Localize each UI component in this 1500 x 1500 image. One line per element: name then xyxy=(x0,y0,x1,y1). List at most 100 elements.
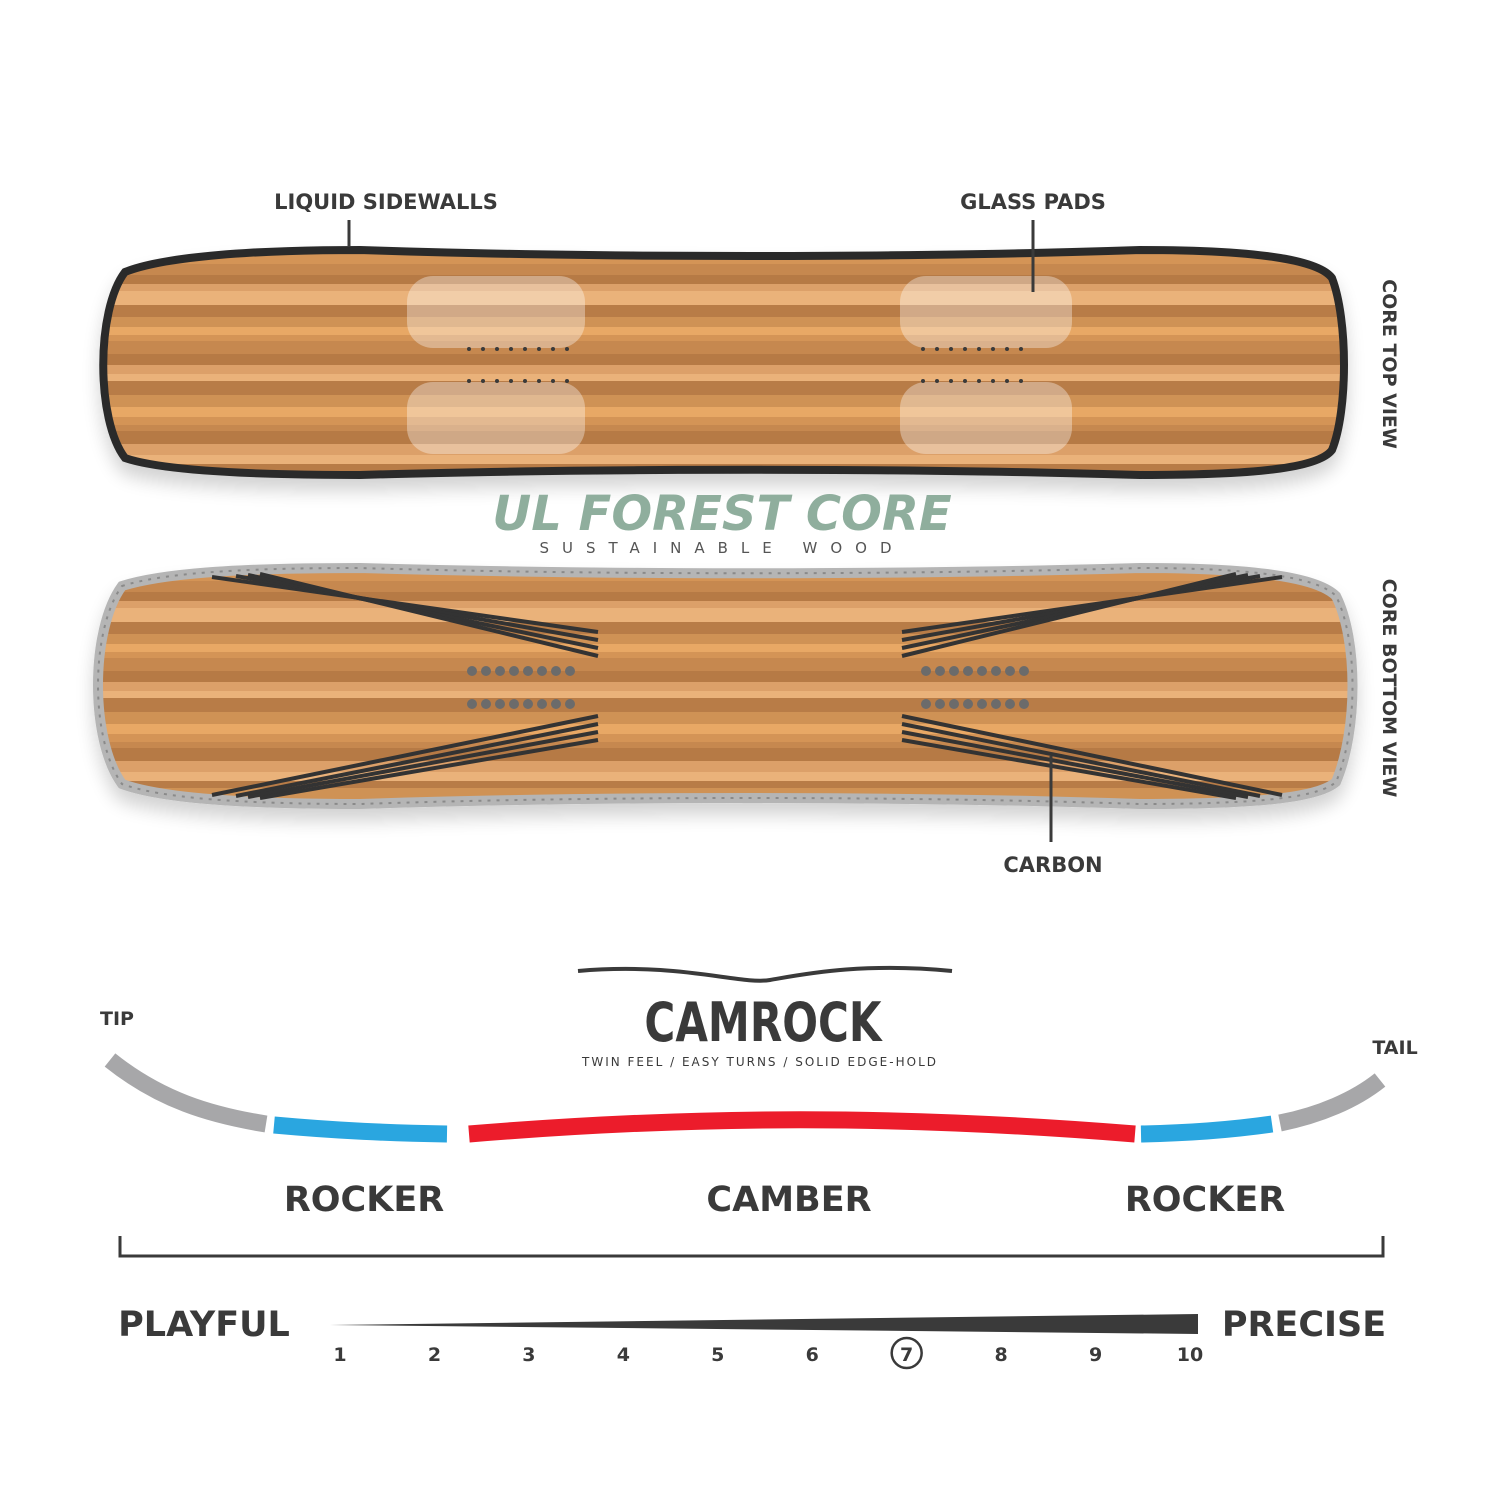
glass-pad xyxy=(407,382,585,454)
callout-carbon: CARBON xyxy=(1003,756,1103,877)
flex-tick-label: 2 xyxy=(428,1344,441,1366)
insert-hole xyxy=(537,666,547,676)
wood-stripe xyxy=(103,317,1344,327)
insert-hole xyxy=(523,379,527,383)
insert-hole xyxy=(977,347,981,351)
insert-hole xyxy=(1005,699,1015,709)
insert-hole xyxy=(949,379,953,383)
insert-hole xyxy=(495,347,499,351)
top-binding-inserts xyxy=(467,347,1023,383)
insert-hole xyxy=(467,666,477,676)
insert-hole xyxy=(1019,666,1029,676)
insert-hole xyxy=(467,699,477,709)
insert-hole xyxy=(551,699,561,709)
top-wood-stripes xyxy=(103,250,1344,475)
glass-pad xyxy=(900,276,1072,348)
profile-name: CAMROCK xyxy=(644,992,882,1054)
insert-hole xyxy=(509,379,513,383)
insert-hole xyxy=(1019,699,1029,709)
insert-hole xyxy=(537,699,547,709)
wood-stripe xyxy=(98,671,1353,682)
view-label-bottom: CORE BOTTOM VIEW xyxy=(1378,579,1400,798)
insert-hole xyxy=(509,347,513,351)
profile-tail-segment xyxy=(1278,1073,1386,1132)
callout-liquid-sidewalls: LIQUID SIDEWALLS xyxy=(274,190,498,246)
wood-stripe xyxy=(98,748,1353,761)
insert-hole xyxy=(977,699,987,709)
insert-hole xyxy=(963,666,973,676)
carbon-stringer-top-left xyxy=(211,572,599,658)
carbon-stringer-top-right xyxy=(901,572,1283,658)
insert-hole xyxy=(551,379,555,383)
flex-tick-label: 3 xyxy=(522,1344,535,1366)
insert-hole xyxy=(977,666,987,676)
callout-label-liquid-sidewalls: LIQUID SIDEWALLS xyxy=(274,190,498,214)
zone-label-rocker-tip: ROCKER xyxy=(284,1180,444,1220)
flex-tick-label: 6 xyxy=(806,1344,819,1366)
wood-stripe xyxy=(98,781,1353,788)
callout-label-glass-pads: GLASS PADS xyxy=(960,190,1106,214)
tail-label: TAIL xyxy=(1372,1037,1417,1059)
flex-right-label: PRECISE xyxy=(1222,1305,1386,1345)
insert-hole xyxy=(935,666,945,676)
insert-hole xyxy=(565,379,569,383)
insert-hole xyxy=(935,347,939,351)
core-top-view-board xyxy=(99,245,1348,480)
zone-label-rocker-tail: ROCKER xyxy=(1125,1180,1285,1220)
wood-stripe xyxy=(103,455,1344,464)
insert-hole xyxy=(509,699,519,709)
glass-pad xyxy=(900,382,1072,454)
flex-tick-label: 8 xyxy=(994,1344,1007,1366)
callout-glass-pads: GLASS PADS xyxy=(960,190,1106,292)
flex-tick-label: 10 xyxy=(1177,1344,1203,1366)
profile-rocker-tail-segment xyxy=(1140,1115,1274,1143)
wood-stripe xyxy=(103,327,1344,335)
insert-hole xyxy=(963,347,967,351)
flex-selected-marker xyxy=(890,1336,923,1370)
insert-hole xyxy=(1019,379,1023,383)
wood-stripe xyxy=(98,724,1353,734)
carbon-stringer-bottom-left xyxy=(211,714,599,800)
insert-hole xyxy=(565,347,569,351)
flex-tick-label: 5 xyxy=(711,1344,724,1366)
insert-hole xyxy=(551,666,561,676)
wood-stripe xyxy=(98,581,1353,592)
insert-hole xyxy=(509,666,519,676)
insert-hole xyxy=(991,379,995,383)
profile-swoosh-icon xyxy=(577,965,953,983)
insert-hole xyxy=(481,666,491,676)
insert-hole xyxy=(963,379,967,383)
profile-description: TWIN FEEL / EASY TURNS / SOLID EDGE-HOLD xyxy=(581,1055,938,1069)
insert-hole xyxy=(481,699,491,709)
insert-hole xyxy=(565,666,575,676)
wood-stripe xyxy=(103,284,1344,291)
wood-stripe xyxy=(98,601,1353,608)
wood-stripe xyxy=(103,395,1344,407)
wood-stripe xyxy=(98,682,1353,691)
insert-hole xyxy=(991,666,1001,676)
profile-tip-segment xyxy=(104,1053,268,1133)
wood-stripe xyxy=(103,341,1344,354)
zone-label-camber: CAMBER xyxy=(706,1180,871,1220)
insert-hole xyxy=(1005,347,1009,351)
wood-stripe xyxy=(103,275,1344,284)
insert-hole xyxy=(523,347,527,351)
wood-stripe xyxy=(103,335,1344,341)
core-tagline: SUSTAINABLE WOOD xyxy=(539,539,904,557)
wood-stripe xyxy=(98,644,1353,652)
insert-hole xyxy=(565,699,575,709)
insert-hole xyxy=(935,699,945,709)
wood-stripe xyxy=(98,634,1353,644)
insert-hole xyxy=(949,699,959,709)
carbon-stringers xyxy=(211,572,1283,800)
callout-label-carbon: CARBON xyxy=(1003,853,1102,877)
insert-hole xyxy=(1019,347,1023,351)
profile-curve xyxy=(104,1053,1386,1143)
wood-stripe xyxy=(103,354,1344,365)
wood-stripe xyxy=(98,772,1353,781)
profile-bracket xyxy=(118,1236,1385,1258)
wood-stripe xyxy=(103,417,1344,425)
wood-stripe xyxy=(103,431,1344,444)
insert-hole xyxy=(963,699,973,709)
